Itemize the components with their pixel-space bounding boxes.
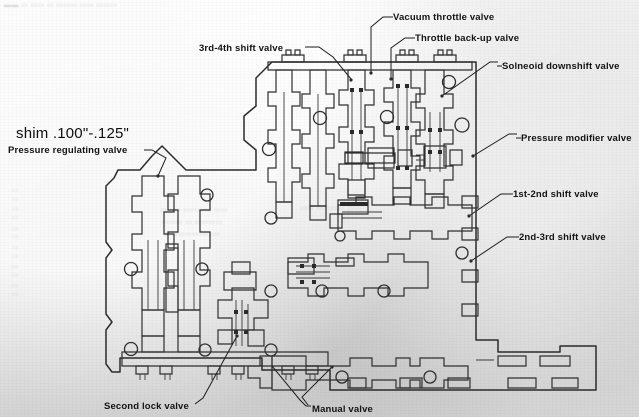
bore-manual-valve — [247, 355, 579, 391]
bore-vacuum-throttle-valve — [338, 69, 375, 199]
bore-2nd-3rd-shift-valve — [287, 253, 429, 297]
bleed-through-center-3: ▭▭▭▭▭▭▭▭ — [164, 231, 221, 238]
label-throttle-back-up-valve: Throttle back-up valve — [415, 33, 519, 44]
manual-valve-leader — [301, 365, 334, 406]
label-shim-thickness: shim .100"-.125" — [16, 125, 129, 142]
bore-vertical-2 — [301, 69, 335, 221]
bore-left-2 — [167, 175, 211, 353]
label-second-lock-valve: Second lock valve — [104, 401, 189, 412]
label-pressure-modifier-valve: Pressure modifier valve — [521, 133, 632, 144]
bleed-through-center-1: ▭▭▭ ▭▭▭▭ ▭▭ — [160, 207, 228, 214]
right-edge-ports — [461, 195, 479, 317]
bore-second-lock-valve — [217, 261, 269, 347]
bore-throttle-back-up-valve — [383, 69, 421, 205]
valve-body-casting-outline — [105, 61, 597, 391]
bleed-through-left: ▭▭ ▭▭ ▭▭ ▭▭ ▭▭ ▭▭ — [11, 186, 18, 299]
top-mounting-rail — [267, 49, 473, 71]
bleed-through-center-2: ▭▭▭ ▭ ▭▭▭▭ — [162, 219, 223, 226]
label-1st-2nd-shift-valve: 1st-2nd shift valve — [513, 189, 599, 200]
bore-solenoid-downshift-valve — [415, 69, 454, 209]
label-solenoid-downshift-valve: Solneoid downshift valve — [502, 61, 620, 72]
label-3rd-4th-shift-valve: 3rd-4th shift valve — [199, 43, 283, 54]
center-spring-cavity — [165, 243, 179, 313]
label-manual-valve: Manual valve — [312, 404, 373, 415]
label-vacuum-throttle-valve: Vacuum throttle valve — [393, 12, 494, 23]
bleed-through-center-4: ▭▭ ▭▭▭▭ ▭▭ — [300, 205, 361, 212]
bore-pressure-modifier-valve — [344, 145, 463, 169]
bore-pressure-regulating-valve — [131, 175, 175, 353]
bore-1st-2nd-shift-valve — [329, 196, 473, 242]
label-2nd-3rd-shift-valve: 2nd-3rd shift valve — [519, 232, 606, 243]
bore-3rd-4th-shift-valve — [267, 69, 301, 219]
bleed-through-top: ▬▬ ▭ ▭▭ ▭ ▭▭▭ ▭▭ ▭▭▭ — [4, 2, 118, 9]
callout-leader-lines — [144, 16, 517, 407]
callout-labels: 3rd-4th shift valve Vacuum throttle valv… — [8, 12, 632, 415]
label-pressure-regulating-valve: Pressure regulating valve — [8, 145, 127, 156]
